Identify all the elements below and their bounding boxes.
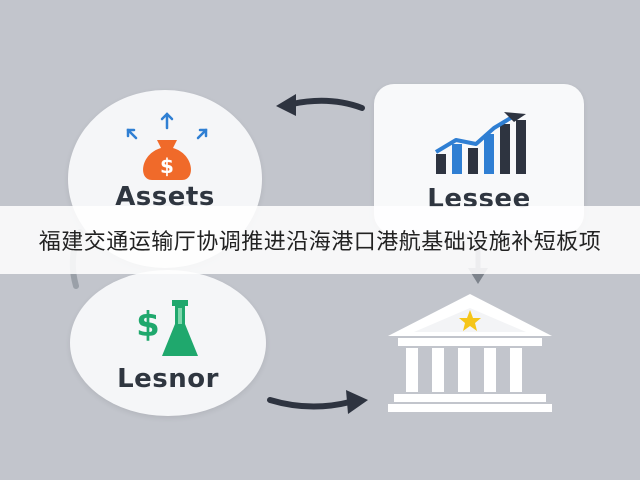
dollar-flask-icon: $	[136, 300, 198, 356]
arrow-lessee-to-assets	[276, 94, 365, 116]
bank-building-icon	[388, 294, 552, 412]
bar-chart-icon	[434, 112, 526, 174]
lesnor-label: Lesnor	[117, 364, 219, 394]
lesnor-node: $ Lesnor	[70, 270, 266, 416]
svg-text:$: $	[136, 305, 160, 345]
svg-text:$: $	[160, 154, 174, 178]
caption-banner: 福建交通运输厅协调推进沿海港口港航基础设施补短板项	[0, 206, 640, 274]
star-icon	[459, 310, 481, 331]
money-bag-icon: $	[126, 112, 208, 180]
arrow-lesnor-to-bank	[267, 390, 368, 414]
